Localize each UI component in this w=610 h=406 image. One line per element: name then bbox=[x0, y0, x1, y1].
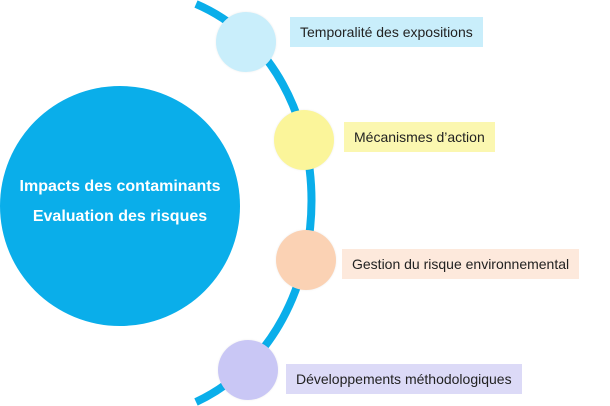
label-box-2: Mécanismes d’action bbox=[344, 122, 495, 152]
node-circle-3 bbox=[276, 230, 336, 290]
hub-title-line-1: Impacts des contaminants bbox=[19, 178, 221, 195]
label-box-1: Temporalité des expositions bbox=[290, 17, 483, 47]
node-circle-4 bbox=[218, 340, 278, 400]
label-box-4: Développements méthodologiques bbox=[286, 364, 522, 394]
hub-title-line-2: Evaluation des risques bbox=[32, 208, 208, 225]
central-hub-circle: Impacts des contaminants Evaluation des … bbox=[0, 86, 240, 326]
item-label-1: Temporalité des expositions bbox=[300, 24, 473, 40]
label-box-3: Gestion du risque environnemental bbox=[342, 249, 580, 279]
node-circle-1 bbox=[216, 12, 276, 72]
item-label-2: Mécanismes d’action bbox=[354, 129, 485, 145]
node-circle-2 bbox=[274, 110, 334, 170]
item-label-4: Développements méthodologiques bbox=[296, 371, 512, 387]
item-label-3: Gestion du risque environnemental bbox=[352, 256, 570, 272]
